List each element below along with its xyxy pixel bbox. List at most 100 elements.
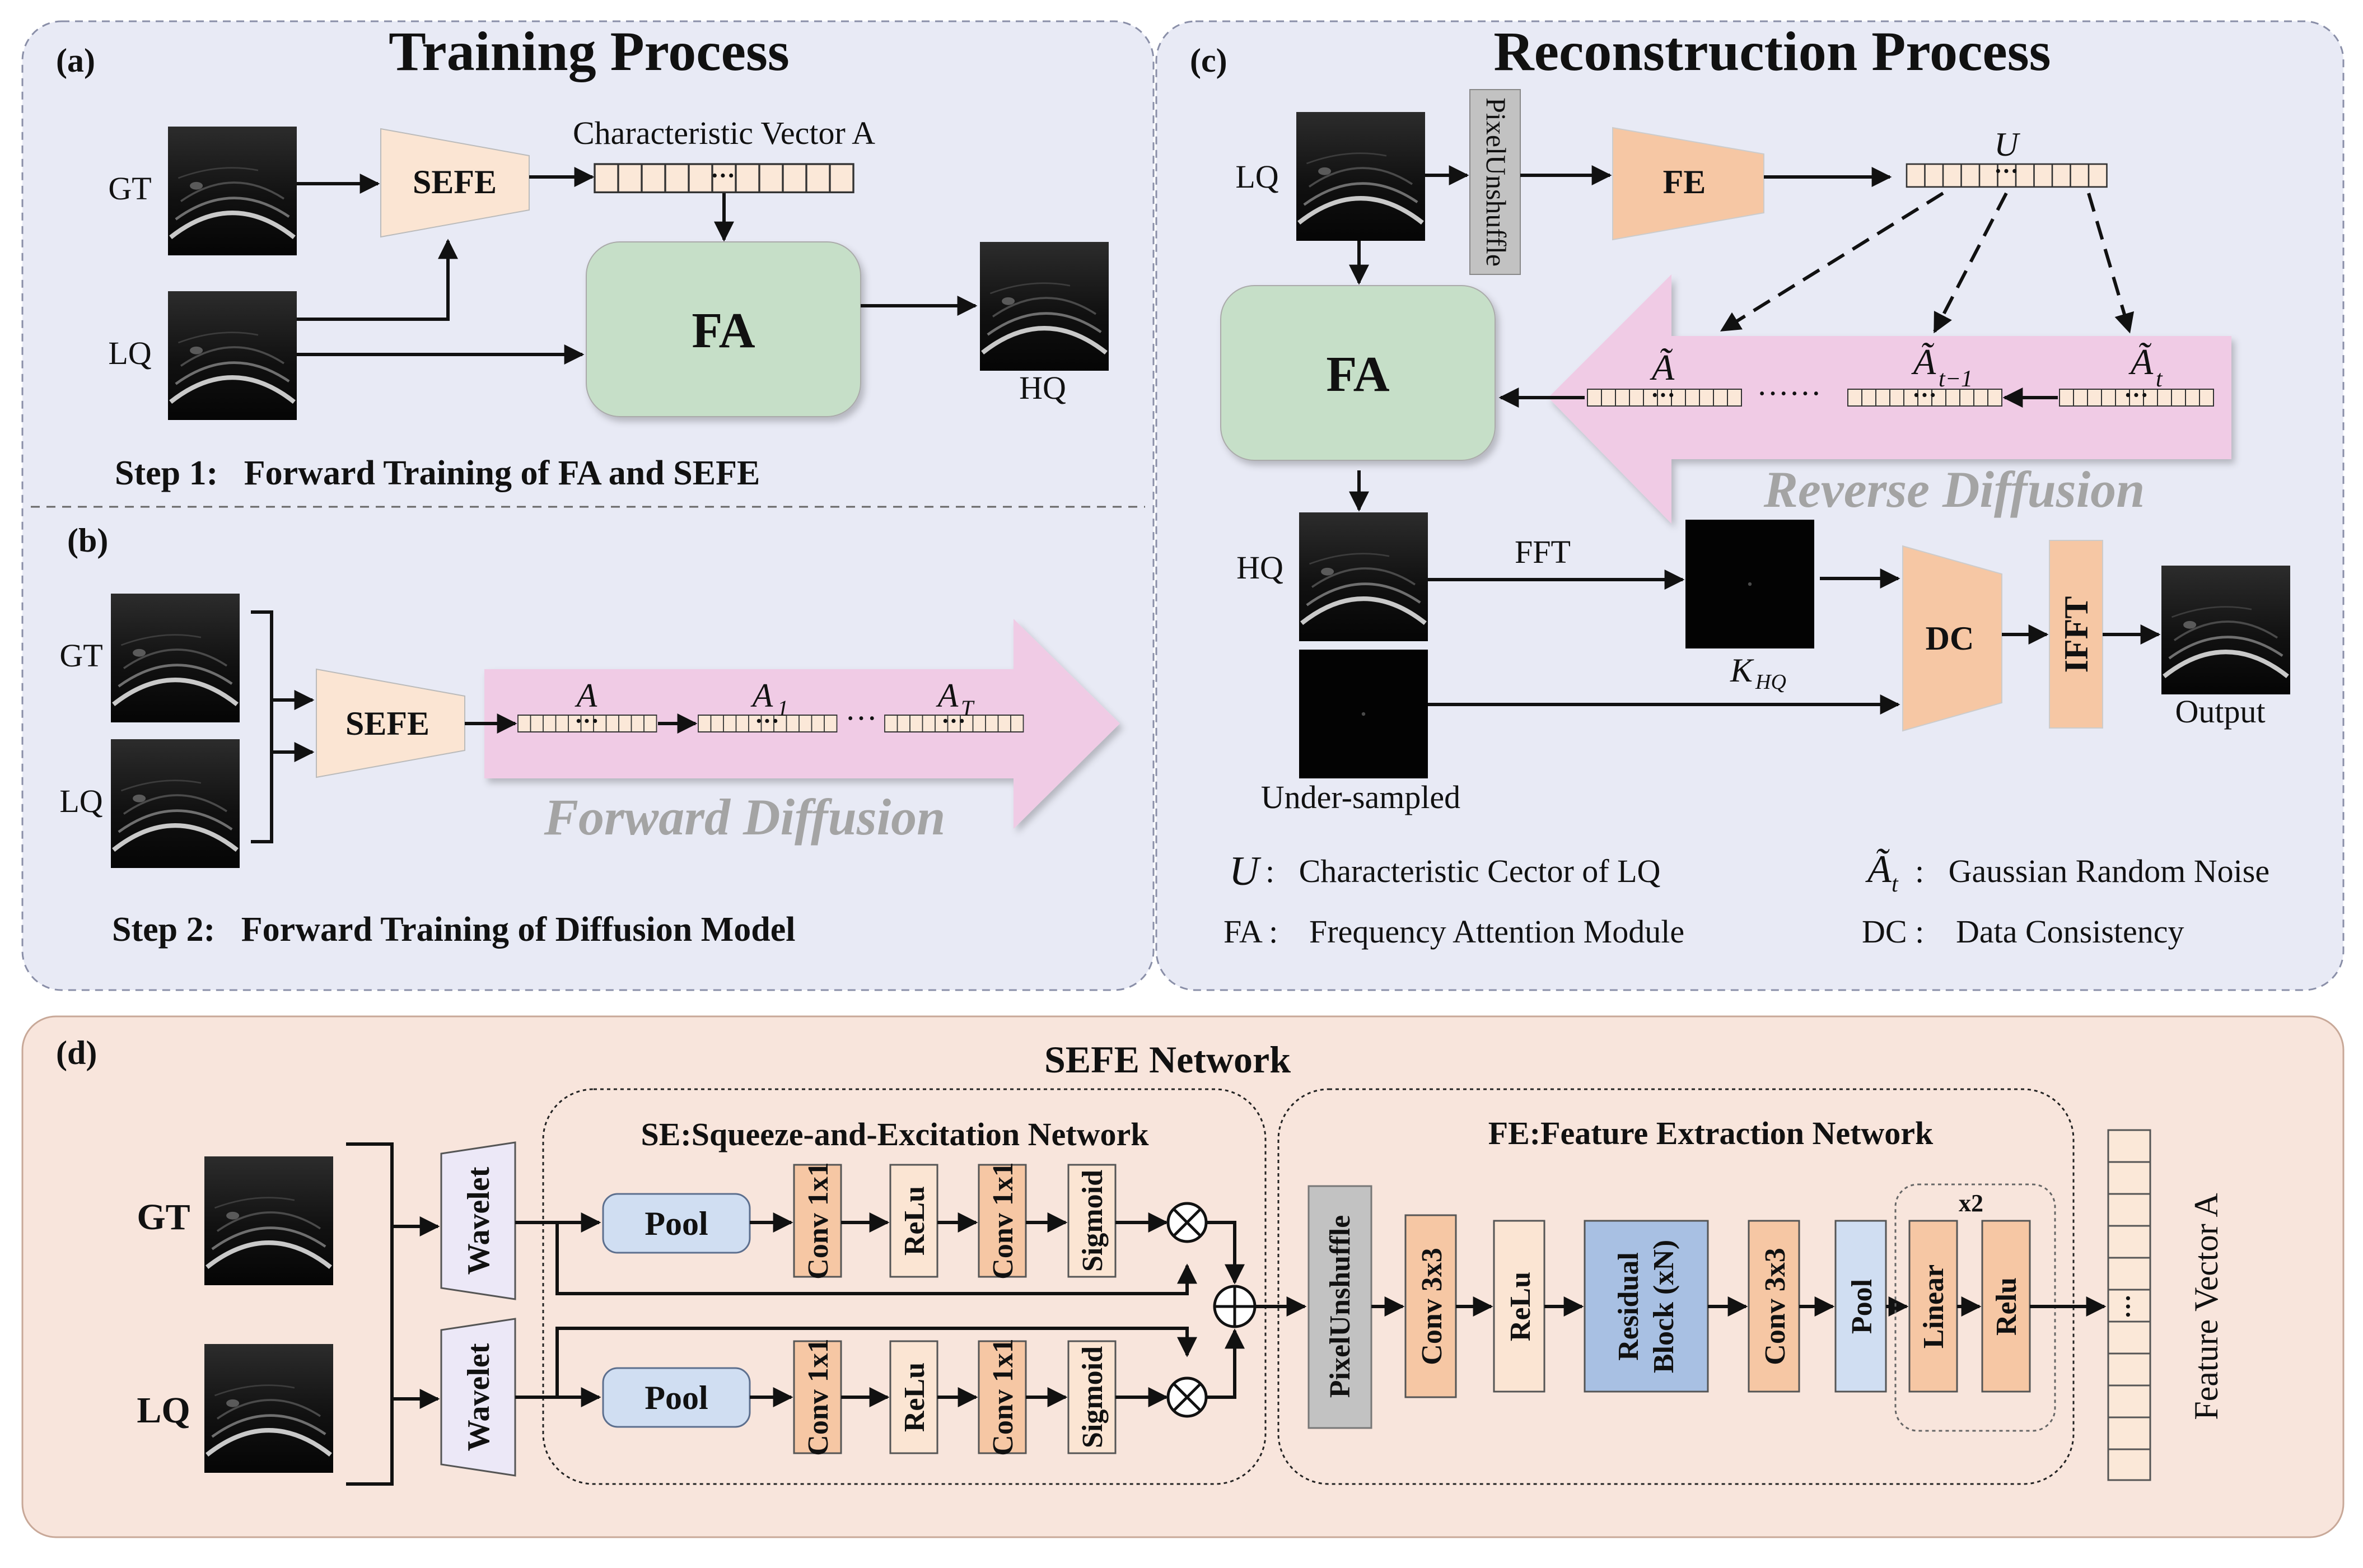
legend-fa-symbol: FA : [1223, 913, 1278, 950]
legend-at-definition: : Gaussian Random Noise [1915, 853, 2269, 889]
panel-a-fa-label: FA [692, 303, 755, 358]
panel-b-ellipsis: ··· [845, 700, 877, 736]
panel-c-undersampled-label: Under-sampled [1261, 779, 1460, 815]
panel-b-a1-label: A [750, 677, 773, 714]
panel-c-a-tilde-t-label: Ã [2128, 342, 2154, 382]
panel-c-k-label: K [1730, 652, 1754, 689]
panel-c-lq-image [1296, 112, 1425, 241]
panel-c-output-image [2161, 566, 2290, 694]
panel-c-output-label: Output [2175, 693, 2265, 730]
fe-conv3x3-b-label: Conv 3x3 [1759, 1248, 1791, 1365]
panel-a-lq-label: LQ [108, 335, 151, 371]
panel-d: (d) SEFE Network GT LQ Wavelet Wavelet S… [56, 1034, 2225, 1486]
se1-arrow-mult-sum [1206, 1221, 1245, 1285]
panel-c-a-tilde-t-subscript: t [2156, 366, 2163, 392]
panel-c-background [1155, 20, 2345, 991]
panel-d-wavelet-2 [440, 1318, 516, 1477]
panel-d-gt-label: GT [137, 1197, 190, 1238]
panel-b-a1-subscript: 1 [777, 696, 788, 721]
panel-d-title: SEFE Network [1044, 1038, 1291, 1081]
fe-network-title: FE:Feature Extraction Network [1488, 1115, 1934, 1151]
panel-b-gt-label: GT [59, 637, 102, 674]
legend-at-subscript: t [1892, 871, 1899, 897]
se1-multiply-icon [1166, 1202, 1208, 1243]
legend-u-symbol: U [1229, 848, 1262, 894]
se2-multiply-icon [1166, 1376, 1208, 1418]
panel-c-dc-label: DC [1926, 620, 1974, 657]
panel-b-vector-a1-dots: ··· [755, 707, 779, 735]
panel-a-sefe-block [380, 128, 530, 238]
panel-a-lq-image [168, 291, 297, 420]
se2-relu-label: ReLu [899, 1362, 931, 1432]
panel-c-vector-a-tilde-t1-dots: ··· [1912, 381, 1937, 409]
panel-b-label: (b) [67, 522, 108, 559]
fe-network-box [1277, 1088, 2075, 1485]
fe-x2-label: x2 [1959, 1189, 1983, 1217]
panel-a-title: Training Process [389, 20, 790, 82]
se2-conv1x1-b-label: Conv 1x1 [987, 1338, 1019, 1455]
legend-fa-definition: Frequency Attention Module [1309, 913, 1684, 950]
panel-c-dots: ······ [1757, 375, 1822, 412]
panel-c-label: (c) [1190, 42, 1227, 79]
sum-icon [1213, 1285, 1257, 1328]
se1-conv1x1-a-label: Conv 1x1 [802, 1162, 834, 1279]
panel-b-at-label: A [936, 677, 959, 714]
panel-c-pixelunshuffle-block [1469, 89, 1521, 275]
panel-a-hq-label: HQ [1019, 370, 1066, 406]
fe-conv3x3-a-label: Conv 3x3 [1416, 1248, 1448, 1365]
panel-c-vector-u-dots: ··· [1994, 157, 2019, 185]
panel-c-hq-image [1299, 512, 1428, 641]
panel-b-vector-a-dots: ··· [575, 707, 599, 735]
feature-vector-column [2107, 1129, 2151, 1481]
panel-c-dc-block [1902, 545, 2002, 732]
panel-c-ifft-block [2049, 540, 2103, 729]
panel-c-reverse-diffusion-text: Reverse Diffusion [1763, 461, 2145, 518]
panel-c-hq-label: HQ [1236, 549, 1283, 586]
panel-b-lq-image [111, 739, 240, 868]
panel-b-bracket [251, 610, 273, 843]
fe-conv3x3-b [1748, 1220, 1800, 1393]
panel-a-fa-block [586, 241, 861, 417]
panel-c-lq-label: LQ [1235, 158, 1278, 195]
legend-u-definition: : Characteristic Cector of LQ [1265, 853, 1660, 889]
legend-at-symbol: Ã [1865, 848, 1892, 891]
panel-b-at-subscript: T [961, 696, 975, 721]
panel-c-undersampled-image [1299, 650, 1428, 778]
fe-relu-label: ReLu [1505, 1272, 1537, 1341]
se2-sigmoid-label: Sigmoid [1077, 1346, 1109, 1448]
panel-d-wavelet-2-label: Wavelet [461, 1343, 496, 1451]
fe-pool-label: Pool [1846, 1279, 1878, 1334]
panel-c-fa-block [1220, 285, 1496, 461]
se2-conv1x1-a-label: Conv 1x1 [802, 1338, 834, 1455]
panel-c-fe-label: FE [1663, 164, 1706, 200]
se1-sigmoid-label: Sigmoid [1077, 1170, 1109, 1272]
se2-conv1x1-a [793, 1340, 842, 1454]
panel-d-wavelet-1 [440, 1141, 516, 1300]
panel-c-a-tilde-t1-label: Ã [1911, 342, 1936, 382]
fe-pixelunshuffle-label: PixelUnshuffle [1324, 1215, 1356, 1398]
panel-a: (a) Training Process GT LQ SEFE Characte… [56, 20, 1109, 492]
se2-pool-label: Pool [645, 1379, 708, 1416]
panel-d-lq-image [204, 1344, 333, 1473]
panel-c-a-tilde-label: Ã [1650, 347, 1675, 388]
se-network-title: SE:Squeeze-and-Excitation Network [641, 1116, 1149, 1152]
fe-residual-label-1: Residual [1613, 1252, 1645, 1361]
panel-a-hq-image [980, 242, 1109, 371]
panel-b-a-label: A [575, 677, 597, 714]
panel-c-title: Reconstruction Process [1493, 20, 2051, 82]
panel-d-gt-image [204, 1156, 333, 1285]
feature-vector-dots: ··· [2114, 1294, 2142, 1319]
legend-dc-definition: Data Consistency [1956, 913, 2184, 950]
panel-c-vector-a-tilde-t-dots: ··· [2124, 381, 2149, 409]
panel-c-u-label: U [1994, 126, 2020, 163]
panel-a-vector-dots: ··· [711, 162, 735, 189]
panel-d-bracket [346, 1142, 394, 1486]
panel-a-sefe-label: SEFE [413, 164, 497, 200]
panel-d-wavelet-1-label: Wavelet [461, 1166, 496, 1275]
se-network-box [542, 1088, 1267, 1485]
panel-c-pixelunshuffle-label: PixelUnshuffle [1481, 97, 1512, 267]
panel-b-sefe-block [316, 668, 465, 778]
se1-pool-label: Pool [645, 1205, 708, 1242]
panel-d-lq-label: LQ [137, 1390, 190, 1431]
